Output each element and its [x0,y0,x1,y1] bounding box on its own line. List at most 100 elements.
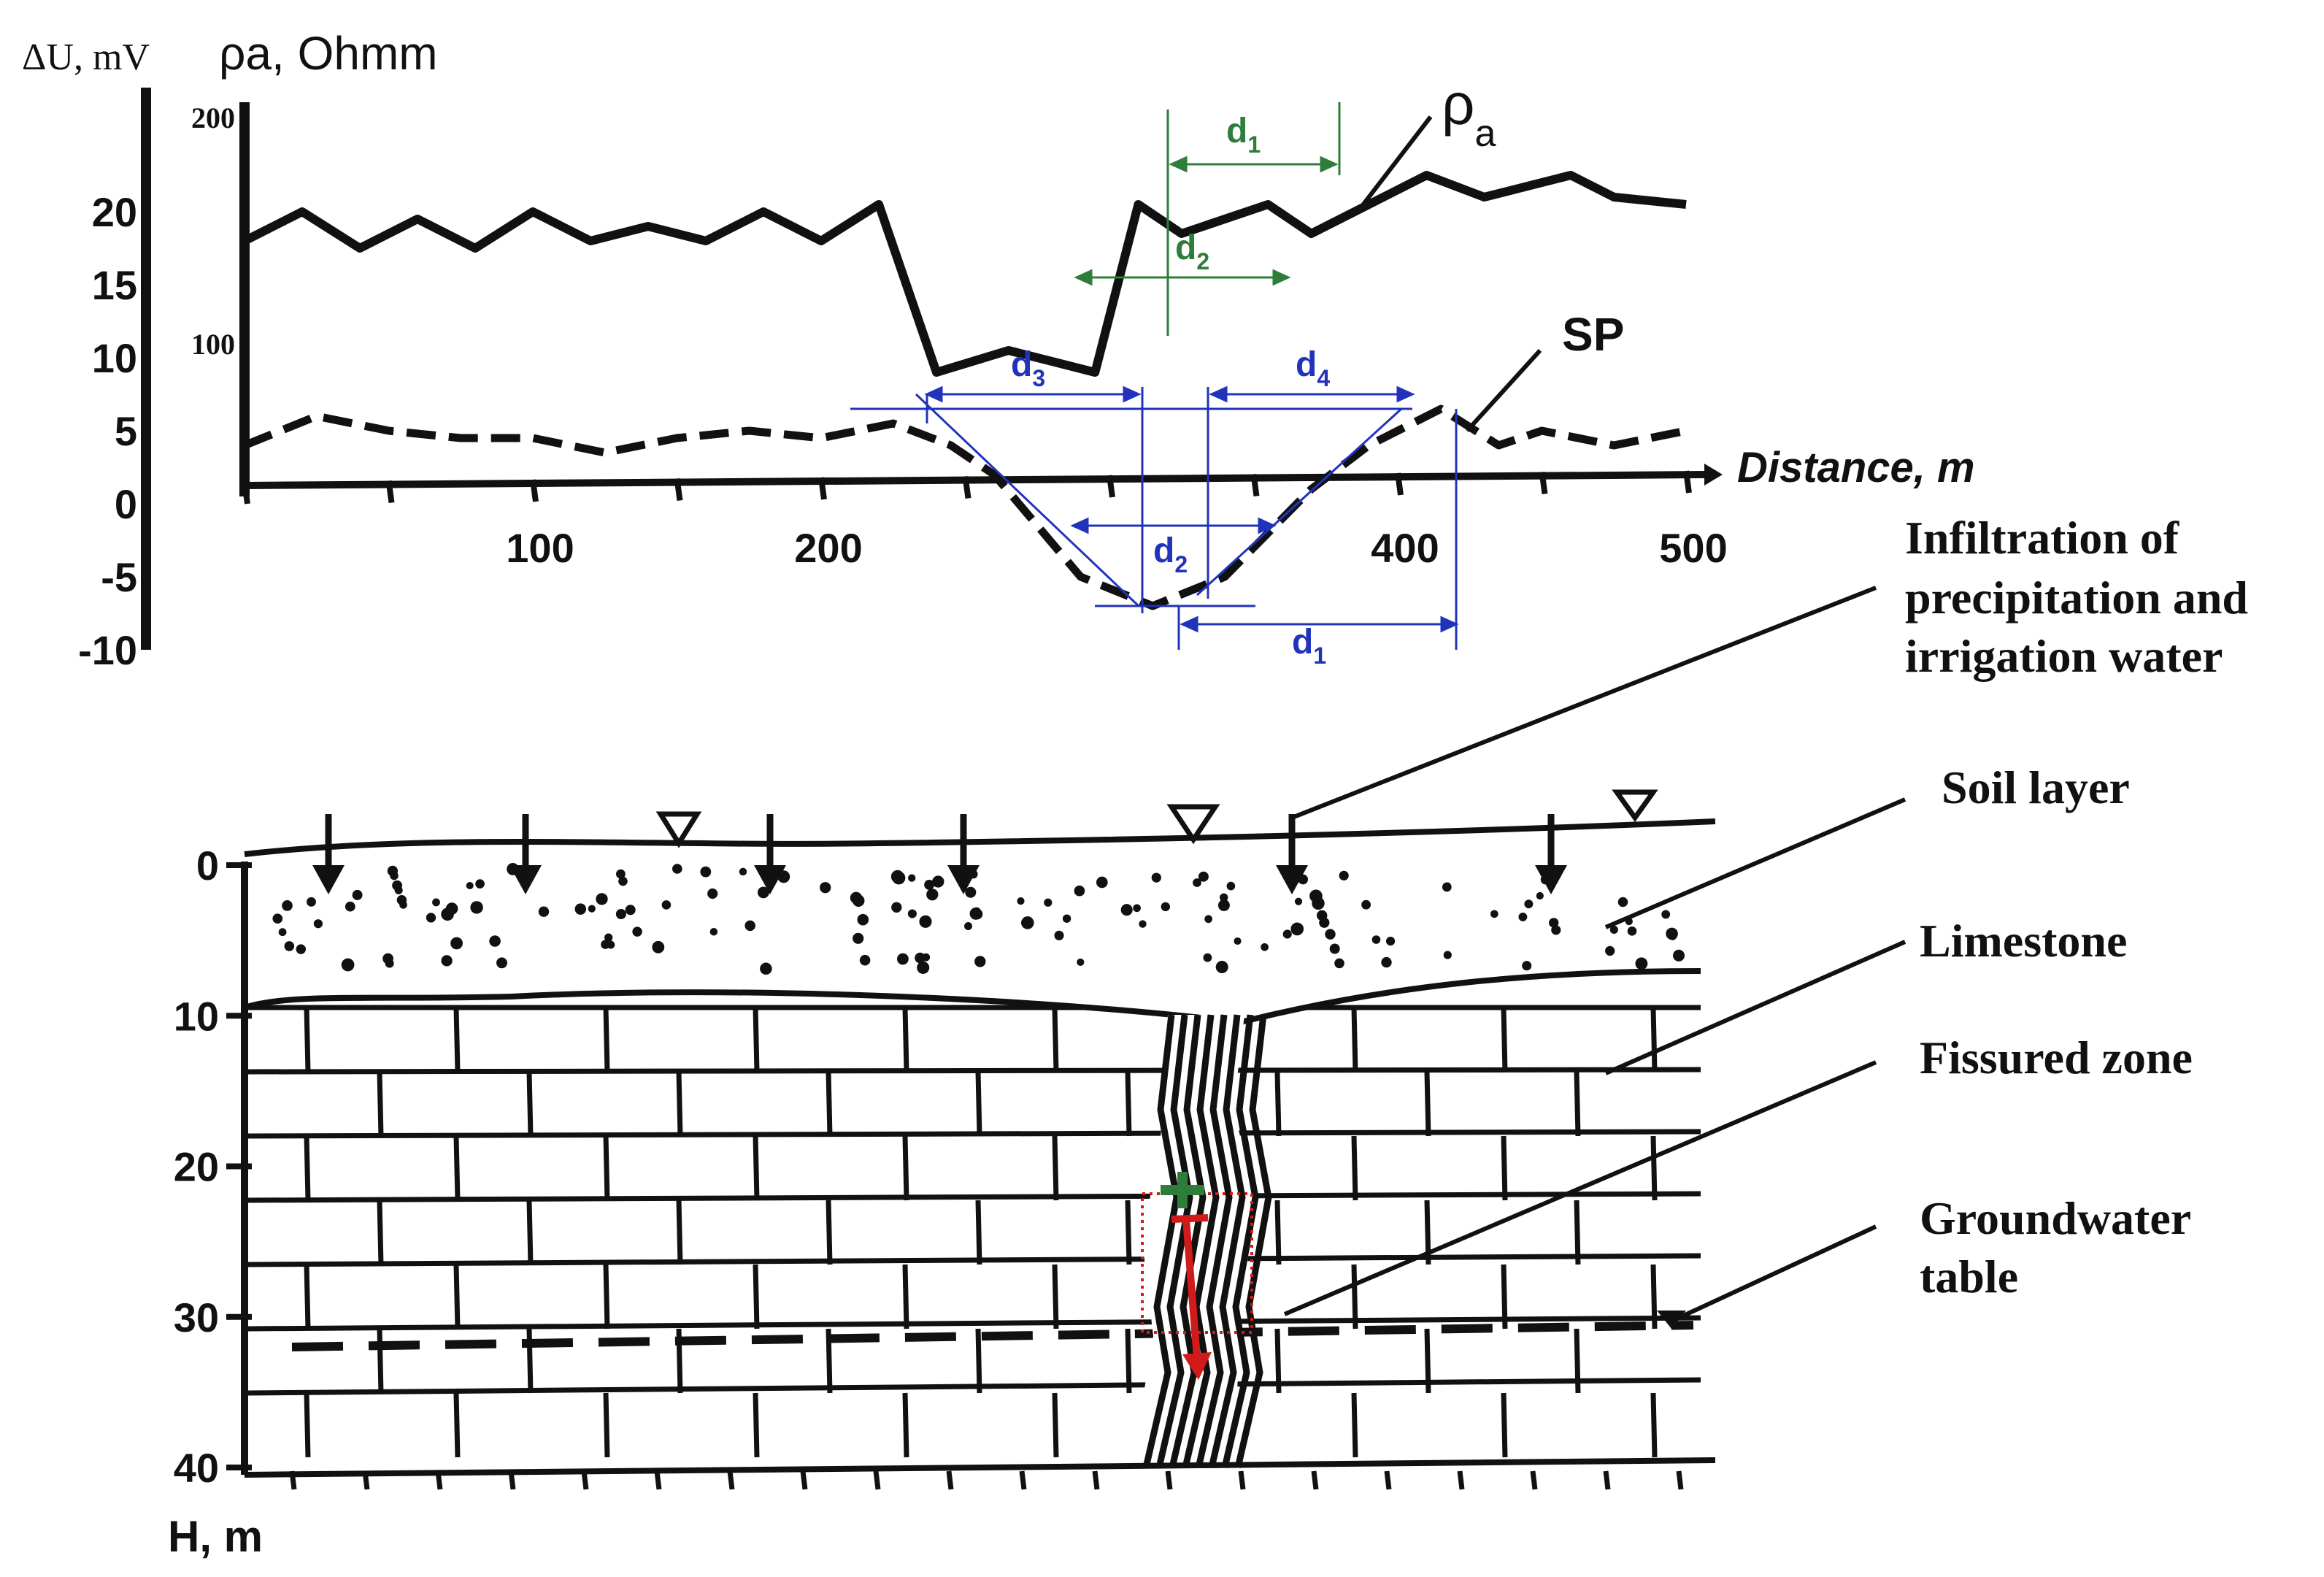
soil-grain [1203,953,1212,962]
soil-grain [618,876,628,886]
soil-grain [971,908,983,920]
rho-dimension-lines [1074,102,1341,336]
limestone-joint [1650,1135,1658,1201]
infiltration-arrows [312,814,1567,894]
soil-grain [394,886,403,895]
sp-d4-label: d4 [1296,345,1330,391]
limestone-joint [526,1200,534,1265]
limestone-joint [603,1264,610,1329]
groundwater-table-line [291,1321,1694,1351]
soil-grain [466,881,474,890]
x-tick-label: 500 [1659,525,1727,571]
soil-grain [1220,893,1228,902]
limestone-joint [1424,1071,1431,1137]
depth-tick-label: 30 [174,1294,219,1340]
fissure-line [1182,1014,1220,1469]
limestone-joint [1574,1071,1581,1137]
soil-grain [1077,958,1085,966]
soil-grain [1017,897,1025,905]
limestone-joint [1125,1200,1132,1265]
x-axis-title: Distance, m [1737,444,1975,491]
limestone-joint [304,1264,311,1329]
limestone-joint [304,1392,311,1458]
rho-leader-line [1355,115,1433,213]
soil-grain [1226,881,1236,891]
x-tick-mark [1250,473,1260,497]
limestone-joint [902,1392,909,1458]
x-tick-mark [242,481,250,504]
fissure-line [1208,1014,1246,1469]
soil-grain [859,954,871,966]
depth-tick-label: 0 [196,843,219,889]
limestone-joint [304,1135,311,1201]
soil-grain [307,897,316,907]
down-arrow-icon [312,865,345,894]
soil-grain [1021,916,1034,929]
soil-grain [1290,922,1304,936]
svg-text:ΔU, mV: ΔU, mV [22,37,150,78]
soil-grain [926,889,939,901]
soil-grain [1518,912,1528,921]
soil-grain [601,940,610,949]
x-tick-mark [962,475,971,499]
sp-label: SP [1562,308,1624,361]
soil-grain [1551,925,1561,935]
down-arrow-icon [1535,865,1567,894]
y-left-tick-label: 20 [92,189,137,235]
x-tick-mark [674,477,683,502]
soil-grain [890,870,904,883]
legend-limestone: Limestone [1920,915,2127,967]
base-tick-mark [1019,1470,1027,1490]
base-tick-mark [1311,1470,1319,1490]
soil-grain [1294,897,1303,905]
soil-grain [897,953,909,965]
limestone-joint [1351,1007,1358,1073]
y-right-tick-label: 200 [191,101,235,134]
soil-grain [922,953,931,962]
soil-grain [345,901,355,912]
limestone-joint [453,1135,461,1201]
base-tick-mark [800,1470,808,1490]
x-tick-mark [1539,471,1548,495]
soil-grain [1672,949,1685,962]
soil-grain [1661,910,1671,919]
soil-grain [1151,872,1161,883]
base-tick-mark [1384,1470,1392,1490]
x-tick-label: 400 [1371,525,1439,571]
soil-grain [632,926,642,937]
fissure-line [1234,1014,1272,1469]
y-left-tick-label: 10 [92,335,137,381]
soil-grain [313,919,323,929]
base-tick-mark [727,1470,735,1490]
limestone-joint [1052,1135,1059,1201]
soil-grain [1312,897,1325,910]
limestone-joint [377,1328,384,1394]
soil-grain [1215,961,1228,973]
legend-infiltration-line3: irrigation water [1905,630,2223,682]
soil-grain [588,905,596,913]
limestone-bed [247,1129,1701,1139]
soil-grain [1361,899,1371,910]
legend-groundwater-table: table [1920,1251,2018,1302]
soil-grain [1282,929,1292,939]
soil-grain [1139,920,1147,928]
limestone-bed [247,1253,1701,1267]
sp-leader-line [1465,348,1542,433]
base-tick-mark [508,1470,516,1490]
soil-grain [441,955,453,967]
limestone-joint [975,1200,982,1265]
limestone-joint [453,1392,461,1458]
limestone-joint [603,1007,610,1073]
soil-grain [700,866,712,878]
soil-layer [245,821,1715,1022]
legend-infiltration-line2: precipitation and [1905,572,2248,623]
x-axis-arrow-icon [1704,464,1723,486]
soil-grain [1635,957,1648,970]
base-tick-mark [1092,1470,1100,1490]
soil-grain [760,962,772,975]
soil-grain [625,905,636,916]
limestone-joint [1052,1392,1059,1458]
limestone-layer [247,1005,1701,1458]
soil-grain [470,901,483,914]
